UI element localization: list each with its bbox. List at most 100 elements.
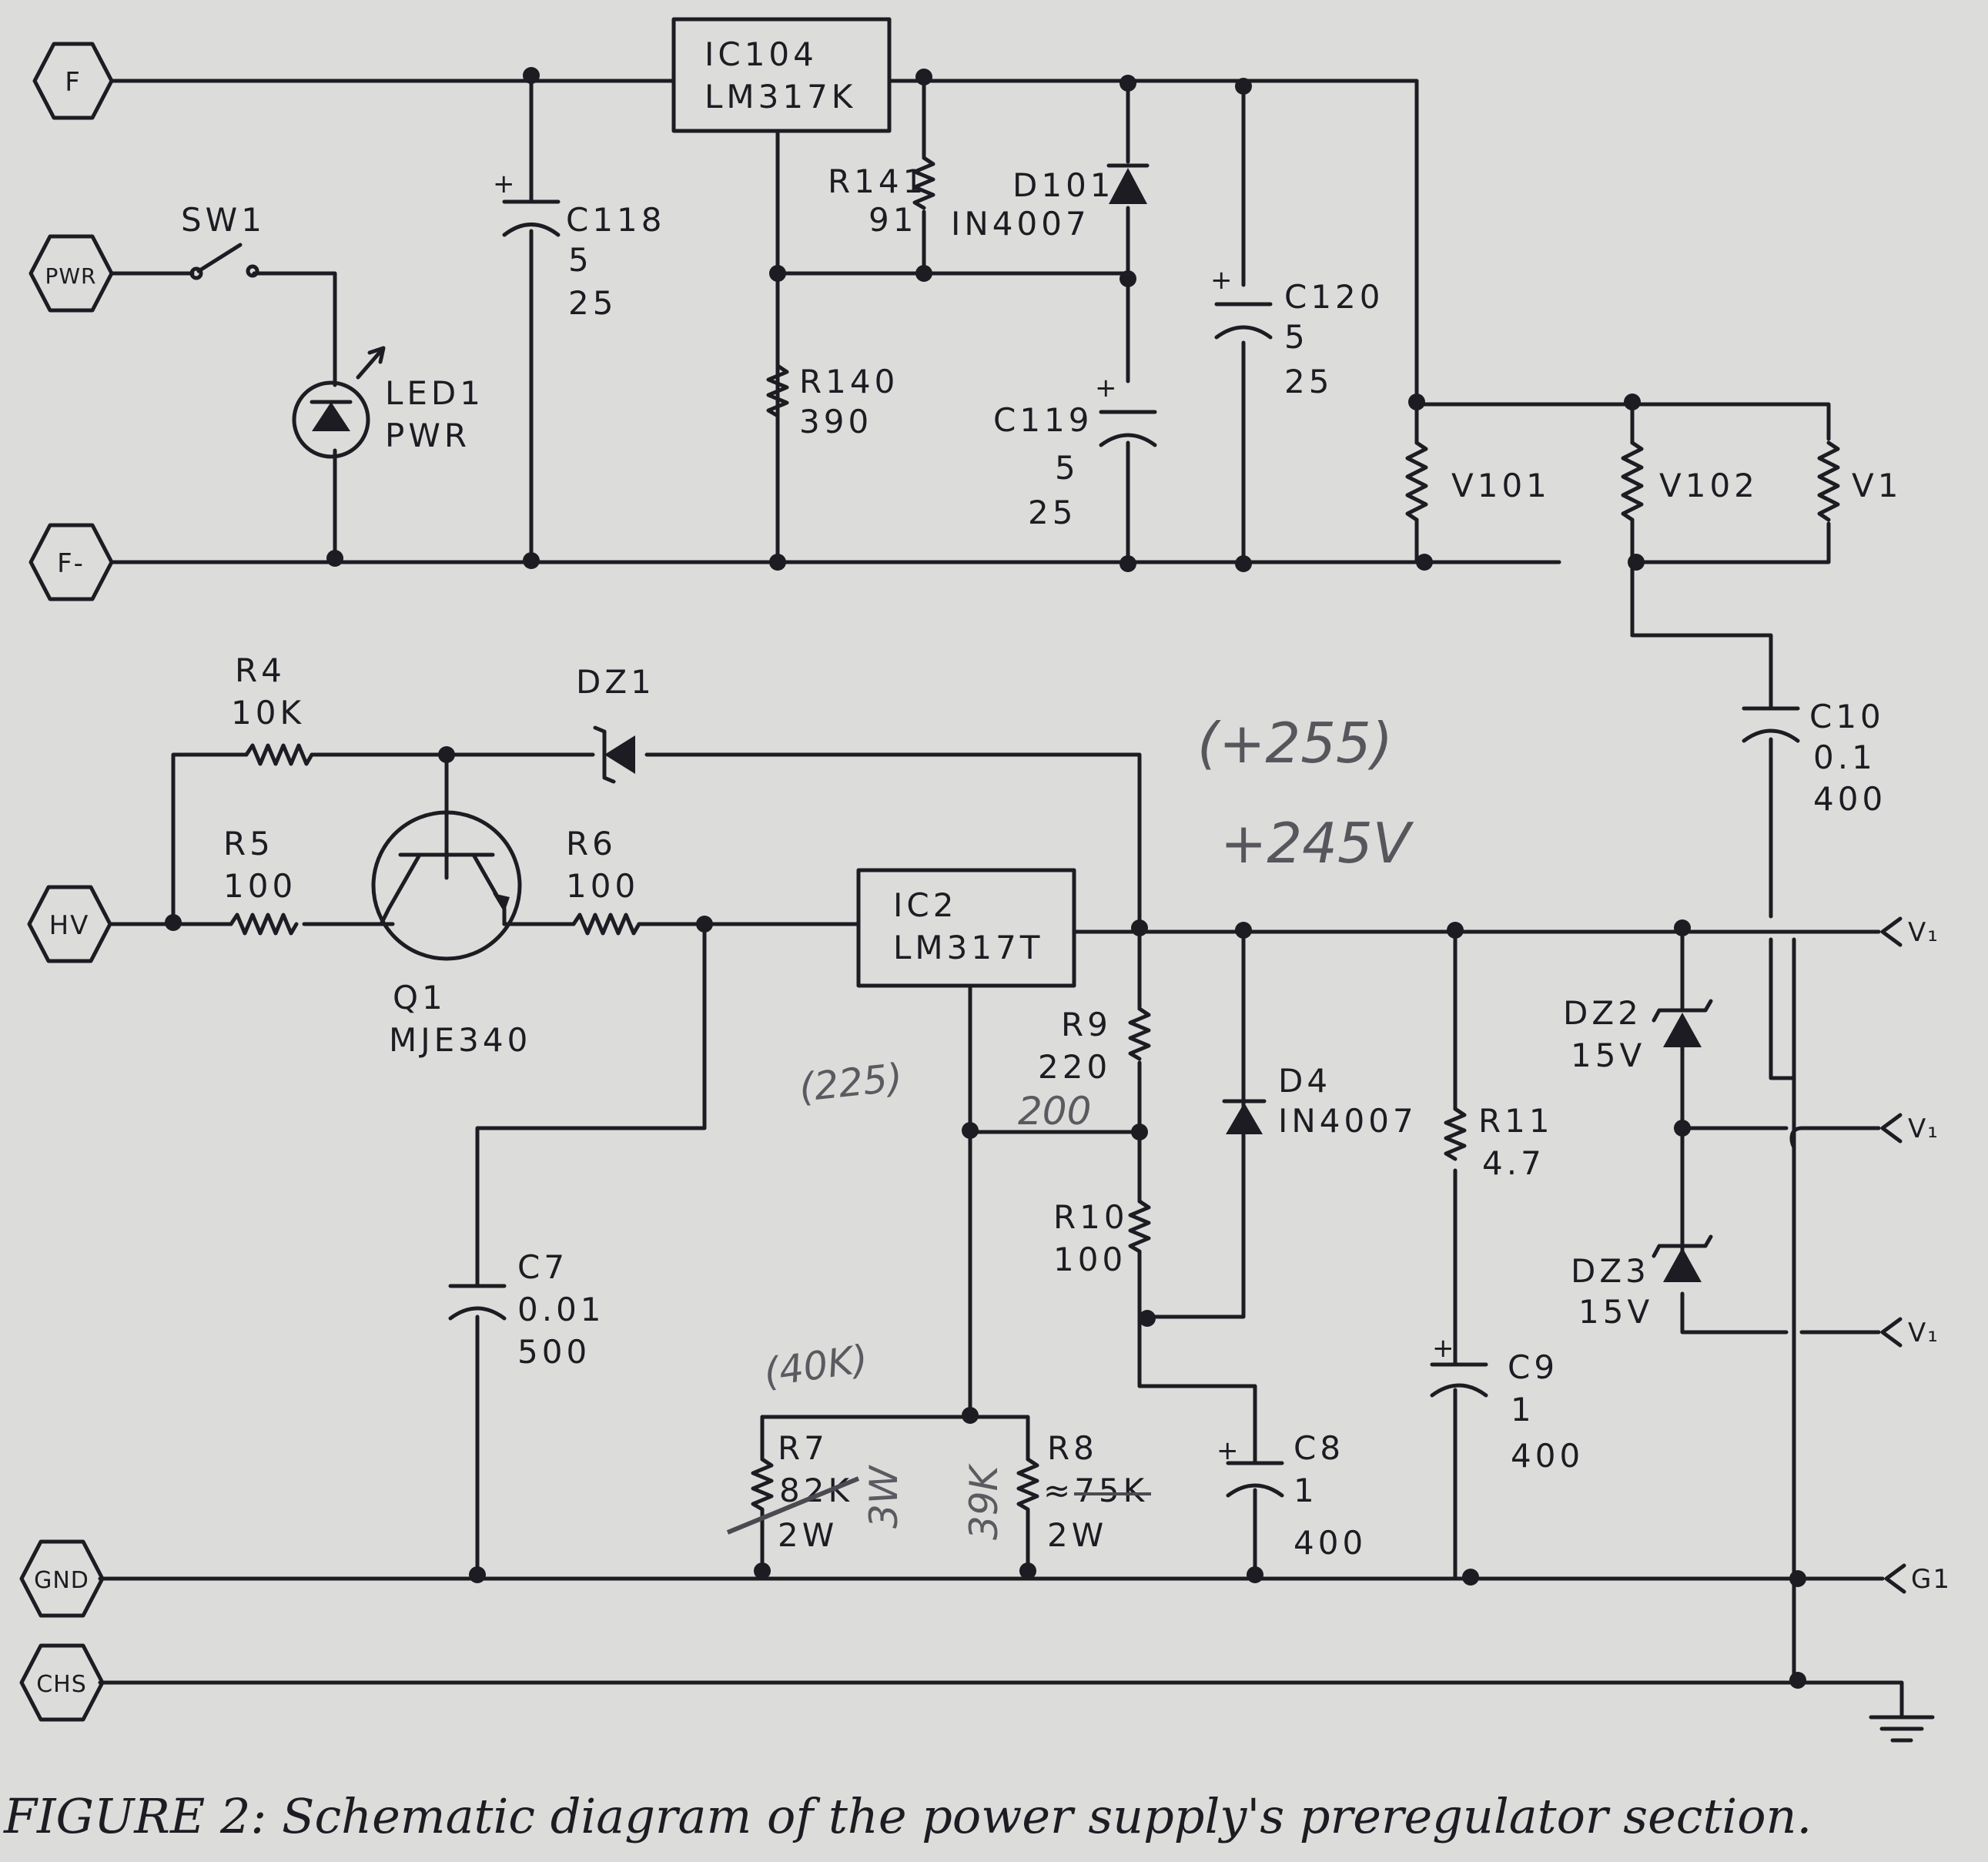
zener-dz3: DZ3 15V xyxy=(1571,1234,1713,1331)
r7-value: 82K xyxy=(779,1472,853,1509)
zener-dz1: DZ1 xyxy=(576,663,655,784)
c119-rating: 25 xyxy=(1028,494,1076,531)
output-v3-label: V₁ xyxy=(1908,1318,1939,1348)
led1: LED1 PWR xyxy=(292,346,480,459)
output-v2-label: V₁ xyxy=(1908,1114,1939,1144)
c9-ref: C9 xyxy=(1508,1348,1558,1386)
r8-ref: R8 xyxy=(1047,1429,1098,1467)
note-voltage-new: +245V xyxy=(1220,811,1414,876)
terminal-chs-label: CHS xyxy=(36,1671,87,1698)
c8-value: 1 xyxy=(1294,1472,1318,1509)
heater-v102: V102 xyxy=(1621,440,1759,522)
terminal-f-minus: F- xyxy=(28,523,114,601)
capacitor-c7: C7 0.01 500 xyxy=(448,1248,601,1371)
resistor-r10: R10 100 xyxy=(1053,1198,1151,1278)
c118-rating: 25 xyxy=(568,284,617,322)
output-v3: V₁ xyxy=(1880,1317,1939,1348)
ic104-part: LM317K xyxy=(705,78,856,116)
switch-sw1: SW1 xyxy=(181,201,266,280)
ic104: IC104 LM317K xyxy=(671,17,892,133)
note-r7-alt: (40K) xyxy=(761,1337,871,1395)
terminal-pwr: PWR xyxy=(28,234,114,313)
diode-d101: D101 IN4007 xyxy=(951,163,1150,243)
r7-power: 2W xyxy=(778,1516,838,1554)
resistor-r141: R141 91 xyxy=(828,156,935,239)
r7-ref: R7 xyxy=(778,1429,828,1467)
resistor-r7: R7 82K 2W xyxy=(726,1429,860,1554)
q1-ref: Q1 xyxy=(393,979,447,1016)
c119-ref: C119 xyxy=(993,401,1093,439)
r4-value: 10K xyxy=(231,694,305,732)
c118-polarity: + xyxy=(493,169,517,199)
wiring xyxy=(98,79,1935,1743)
r6-value: 100 xyxy=(566,867,639,905)
terminal-f-label: F xyxy=(65,67,82,98)
resistor-r6: R6 100 xyxy=(566,825,641,936)
dz3-ref: DZ3 xyxy=(1571,1252,1650,1290)
r140-value: 390 xyxy=(799,403,872,440)
d4-ref: D4 xyxy=(1278,1062,1331,1100)
r5-value: 100 xyxy=(223,867,296,905)
r5-ref: R5 xyxy=(223,825,274,862)
d101-part: IN4007 xyxy=(951,205,1090,243)
c120-value: 5 xyxy=(1284,318,1309,356)
terminal-f-minus-label: F- xyxy=(57,548,85,579)
ic2: IC2 LM317T xyxy=(856,868,1076,988)
note-r8-alt: 39K xyxy=(962,1462,1006,1540)
ic2-part: LM317T xyxy=(893,929,1043,966)
resistor-r5: R5 100 xyxy=(223,825,299,936)
v102-ref: V102 xyxy=(1659,467,1759,504)
dz2-value: 15V xyxy=(1571,1036,1645,1074)
transistor-q1: Q1 MJE340 xyxy=(371,810,531,1059)
c118-ref: C118 xyxy=(566,201,666,239)
terminal-chs: CHS xyxy=(19,1643,105,1722)
zener-dz2: DZ2 15V xyxy=(1563,994,1713,1074)
c8-polarity: + xyxy=(1217,1435,1240,1466)
d4-part: IN4007 xyxy=(1278,1102,1417,1140)
terminal-gnd-label: GND xyxy=(34,1567,89,1594)
heater-v101: V101 xyxy=(1405,440,1547,522)
r6-ref: R6 xyxy=(566,825,617,862)
note-r7-power: 3W xyxy=(862,1465,906,1529)
c8-ref: C8 xyxy=(1294,1429,1344,1467)
capacitor-c9: + C9 1 400 xyxy=(1430,1333,1584,1475)
r10-ref: R10 xyxy=(1053,1198,1129,1236)
c119-value: 5 xyxy=(1055,449,1079,487)
figure-caption: FIGURE 2: Schematic diagram of the power… xyxy=(3,1788,1812,1844)
ic2-ref: IC2 xyxy=(893,886,957,924)
resistor-r4: R4 10K xyxy=(231,651,314,766)
r10-value: 100 xyxy=(1053,1241,1126,1278)
c8-rating: 400 xyxy=(1294,1524,1367,1562)
q1-part: MJE340 xyxy=(389,1021,531,1059)
output-g1: G1 xyxy=(1884,1563,1951,1595)
sw1-ref: SW1 xyxy=(181,201,266,239)
c10-rating: 400 xyxy=(1813,780,1886,818)
dz2-ref: DZ2 xyxy=(1563,994,1642,1032)
heater-v1: V1 xyxy=(1817,440,1898,522)
r140-ref: R140 xyxy=(799,363,899,400)
resistor-r11: R11 4.7 xyxy=(1444,1102,1550,1182)
output-v2: V₁ xyxy=(1880,1113,1939,1144)
c7-rating: 500 xyxy=(517,1333,591,1371)
c9-rating: 400 xyxy=(1511,1437,1584,1475)
r9-ref: R9 xyxy=(1061,1006,1112,1043)
c10-ref: C10 xyxy=(1809,698,1885,735)
dz3-value: 15V xyxy=(1578,1293,1653,1331)
resistor-r9: R9 220 200 xyxy=(1018,1006,1151,1134)
ic104-ref: IC104 xyxy=(705,35,818,73)
c7-ref: C7 xyxy=(517,1248,568,1286)
capacitor-c119: + C119 5 25 xyxy=(993,373,1157,531)
junction-dots xyxy=(165,67,1806,1689)
output-g1-label: G1 xyxy=(1911,1564,1951,1595)
r8-power: 2W xyxy=(1047,1516,1107,1554)
c119-polarity: + xyxy=(1095,373,1119,404)
resistor-r8: R8 ≈75K 2W xyxy=(1016,1429,1151,1554)
note-r9-alt: (225) xyxy=(797,1055,905,1110)
dz1-ref: DZ1 xyxy=(576,663,655,701)
r4-ref: R4 xyxy=(235,651,286,689)
c118-value: 5 xyxy=(568,241,593,279)
d101-ref: D101 xyxy=(1012,166,1115,204)
r141-ref: R141 xyxy=(828,162,927,200)
r141-value: 91 xyxy=(868,201,917,239)
